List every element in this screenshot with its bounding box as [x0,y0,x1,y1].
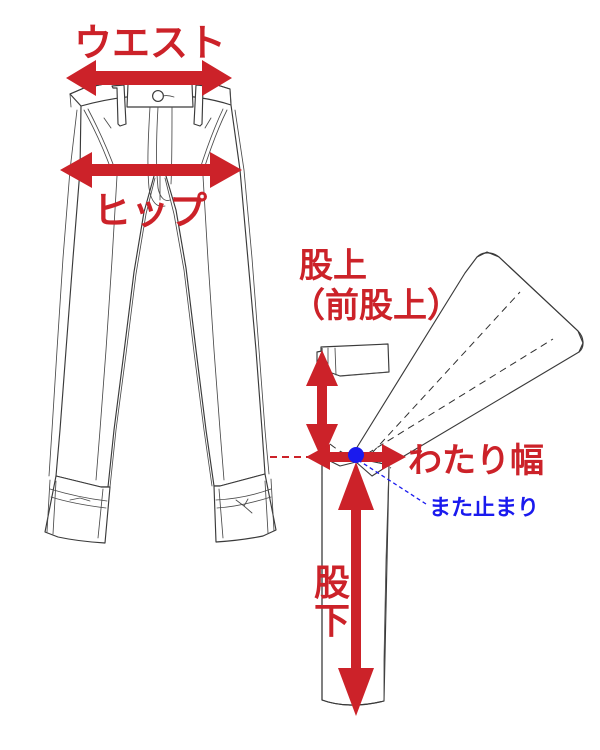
outseam-left-inner [48,109,78,477]
crease-left-leg [95,175,118,481]
inseam-left-line [109,177,156,488]
cuff-left-inner-edge [97,488,104,539]
rise-sublabel: （前股上） [291,286,461,326]
thigh-width-label: わたり幅 [408,441,544,481]
cuff-right-side-edge2 [264,480,269,534]
front-pants-body [55,79,266,488]
waist-measure-arrow [66,60,232,96]
side-upper-leg-center-crease [371,291,521,454]
inseam-right-line [164,177,213,487]
front-waistband-left-tick [69,93,72,108]
front-pocket-right-bar [204,117,212,129]
belt-loop-left [111,84,127,127]
inseam-arrow-shape [338,462,374,716]
rise-label: 股上 [299,246,367,286]
hip-label: ヒップ [93,189,207,233]
hip-arrow-shape [60,152,242,188]
cuff-left-fold-top2 [50,496,107,509]
crease-right-leg [202,175,225,481]
cuff-left-side-edge [46,479,51,533]
side-lower-leg-outseam [383,464,390,702]
crotch-point-dot [348,447,364,463]
cuff-left [44,475,111,544]
rise-measure-arrow [306,350,338,460]
front-pocket-left-bar [103,117,112,129]
side-lower-leg-hem [321,699,385,706]
crotch-point-annotation [348,447,427,505]
front-waistband-right-tick [229,88,232,106]
cuff-right-crease-mark2 [243,505,253,514]
fly-outer-seam [147,106,166,207]
outseam-right-inner [234,109,270,475]
waist-label: ウエスト [74,21,226,65]
fly-inner-seam [156,106,171,201]
cuff-right-side-edge [270,478,275,532]
waist-button-shank [162,95,175,98]
fly-stitch [170,106,173,185]
front-pants-illustration [44,79,277,544]
waist-arrow-shape [66,60,232,96]
inseam-label-char2: 下 [314,601,350,642]
side-waistband-inner2 [334,347,337,376]
crotch-point-label: また止まり [429,496,539,521]
cuff-right-fold-top [215,488,272,501]
hip-measure-arrow [60,152,242,188]
cuff-left-side-edge2 [52,480,57,535]
rise-arrow-shape [306,350,338,460]
front-waistband-center-panel [126,83,194,108]
inseam-label-char1: 股 [314,563,350,604]
side-waistband-bottom-edge [339,371,390,377]
cuff-right [213,473,277,543]
cuff-left-crease-mark [69,497,91,502]
cuff-left-fold-top [49,488,108,502]
side-upper-leg-top-edge [476,252,584,353]
cuff-right-inner-edge [218,488,224,539]
side-upper-leg-inner-crease [356,338,554,461]
inseam-measure-arrow [338,462,374,716]
